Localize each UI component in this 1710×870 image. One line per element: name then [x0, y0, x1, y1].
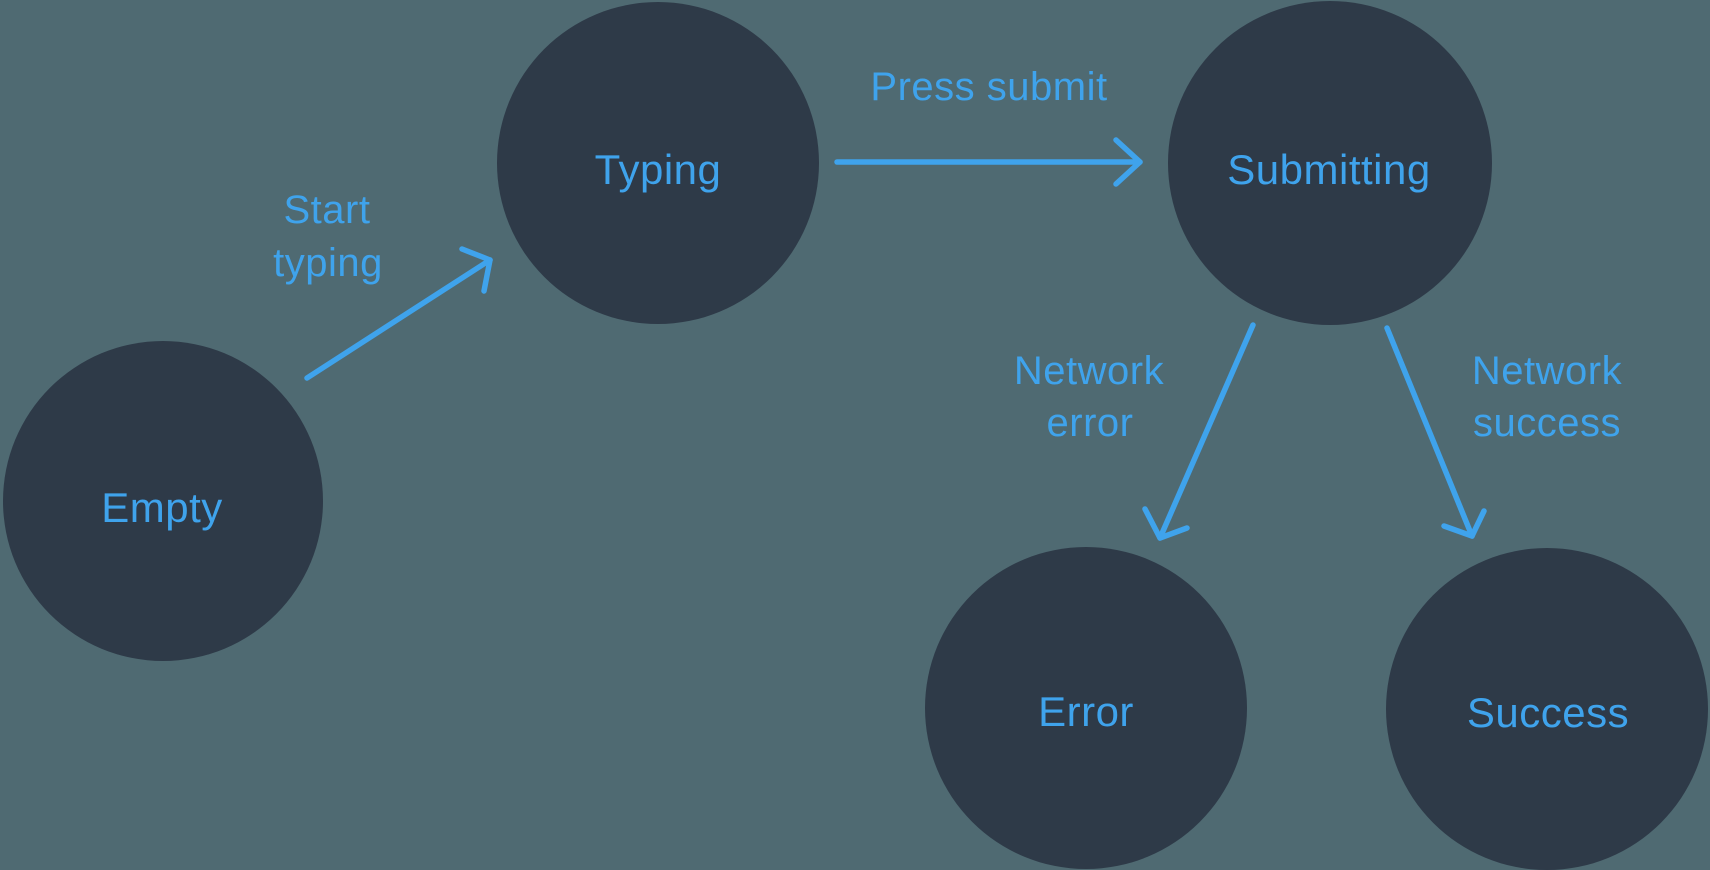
- edge-label-press-submit: Press submit: [870, 65, 1107, 109]
- state-label-success: Success: [1467, 689, 1629, 736]
- arrow-shaft-submitting-to-success: [1384, 325, 1475, 539]
- edge-label-network-error-line1: Network: [1014, 349, 1165, 393]
- edge-arrow-typing-to-submitting: [834, 137, 1143, 187]
- arrow-head-submitting-to-error: [1142, 506, 1190, 541]
- state-node-error: [925, 547, 1247, 869]
- arrow-shaft-empty-to-typing: [304, 257, 493, 381]
- edge-label-start-typing-line1: Start: [284, 188, 371, 232]
- state-label-typing: Typing: [595, 146, 722, 193]
- arrow-head-empty-to-typing: [459, 246, 493, 294]
- state-label-error: Error: [1038, 688, 1134, 735]
- edge-arrow-submitting-to-error: [1142, 322, 1256, 541]
- edge-label-start-typing-line2: typing: [273, 241, 383, 285]
- state-node-success: [1386, 548, 1708, 870]
- edge-arrow-empty-to-typing: [304, 246, 493, 381]
- edge-label-network-error-line2: error: [1047, 401, 1134, 445]
- state-label-empty: Empty: [101, 484, 223, 531]
- state-node-submitting: [1168, 1, 1492, 325]
- arrow-shaft-submitting-to-error: [1157, 322, 1256, 541]
- state-node-typing: [497, 2, 819, 324]
- arrow-head-typing-to-submitting: [1113, 137, 1143, 187]
- edge-arrow-submitting-to-success: [1384, 325, 1487, 539]
- edge-label-network-success-line2: success: [1473, 401, 1621, 445]
- state-node-empty: [3, 341, 323, 661]
- state-label-submitting: Submitting: [1227, 146, 1430, 193]
- arrow-head-submitting-to-success: [1441, 508, 1487, 539]
- edge-label-network-success-line1: Network: [1472, 349, 1623, 393]
